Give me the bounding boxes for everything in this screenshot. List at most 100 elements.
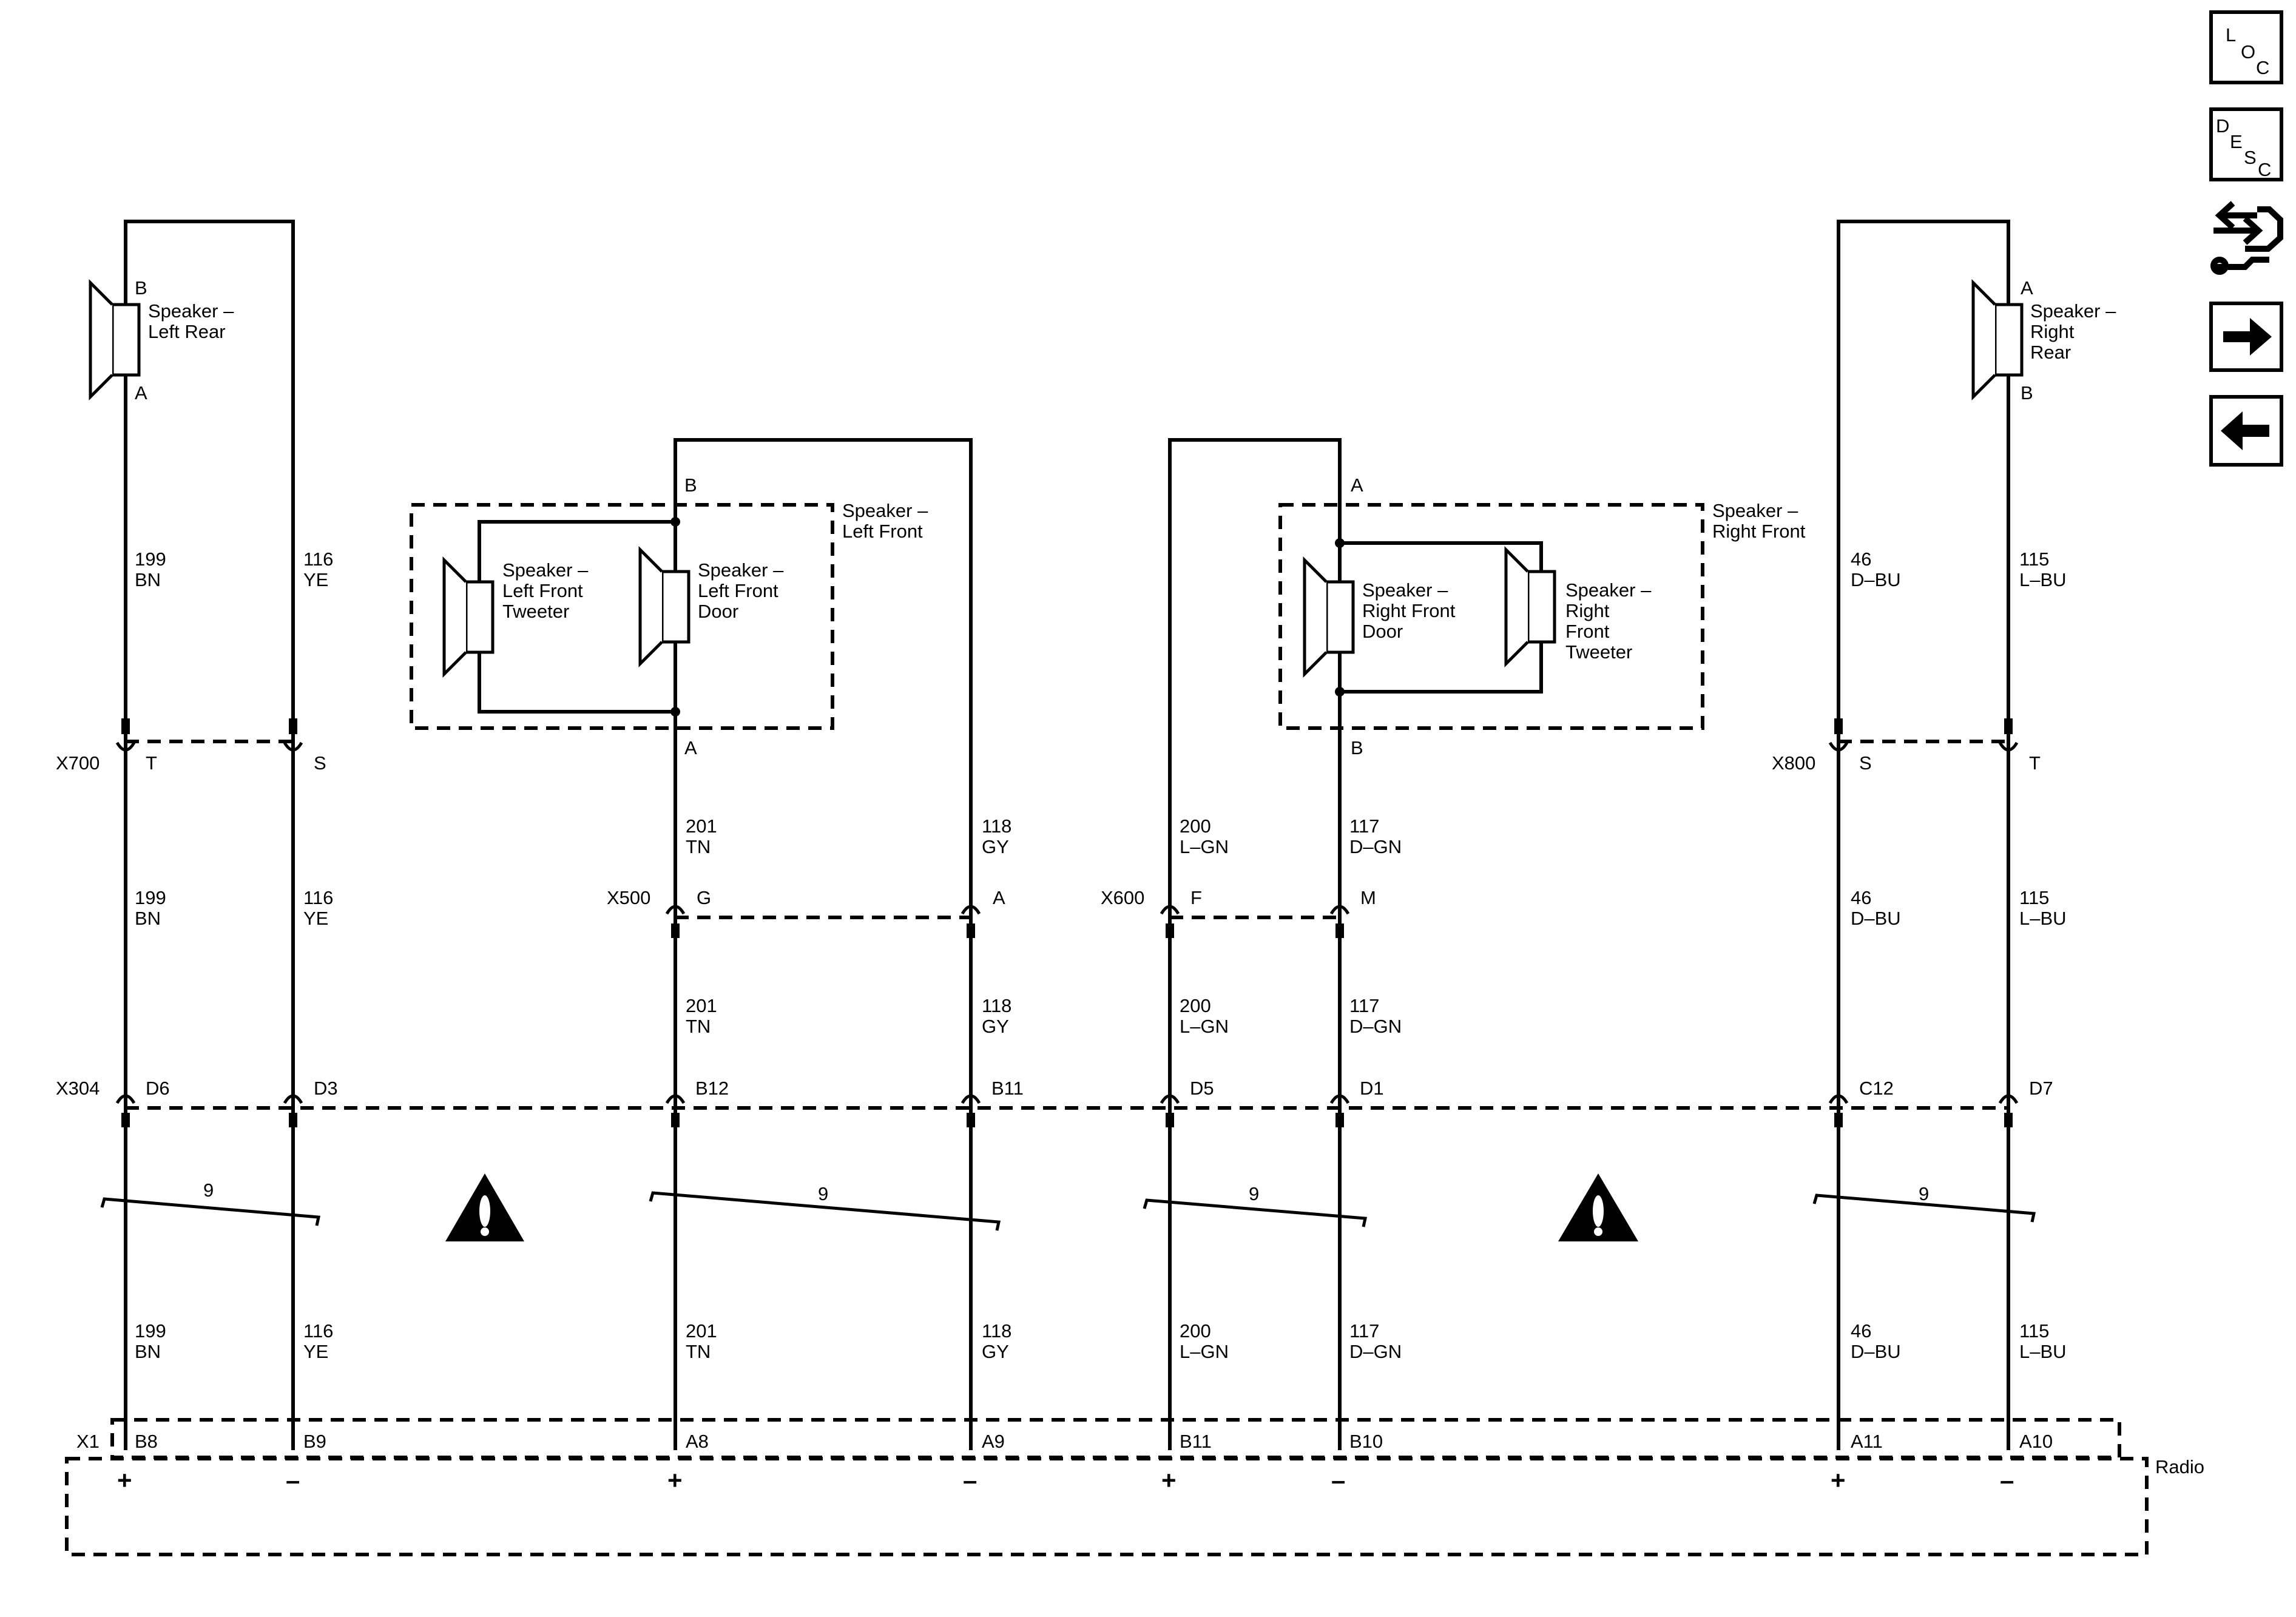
svg-text:118: 118 (982, 815, 1011, 837)
svg-text:B12: B12 (695, 1078, 729, 1099)
svg-text:9: 9 (1919, 1183, 1929, 1204)
svg-text:Door: Door (698, 601, 738, 622)
svg-text:A9: A9 (982, 1431, 1005, 1452)
svg-text:F: F (1190, 887, 1202, 908)
loc-button[interactable]: L O C (2209, 10, 2283, 84)
svg-text:Speaker –: Speaker – (842, 500, 928, 521)
svg-text:D5: D5 (1190, 1078, 1214, 1099)
arrow-right-icon (2223, 318, 2272, 356)
svg-text:TN: TN (686, 1341, 711, 1362)
speaker-icon (1506, 550, 1555, 664)
svg-text:Door: Door (1362, 621, 1403, 642)
svg-text:A: A (2021, 277, 2033, 299)
svg-text:B10: B10 (1349, 1431, 1383, 1452)
svg-text:A: A (993, 887, 1005, 908)
svg-text:200: 200 (1180, 995, 1211, 1016)
twisted-pair-markers: 9 9 9 9 (100, 1180, 2036, 1231)
svg-text:L–GN: L–GN (1180, 836, 1229, 857)
svg-text:9: 9 (1249, 1183, 1259, 1204)
svg-text:B: B (1351, 737, 1363, 758)
svg-text:+: + (1161, 1466, 1177, 1494)
speaker-left-front: B A Speaker – Left Front Speaker – Left … (410, 474, 928, 758)
previous-page-button[interactable] (2209, 395, 2283, 467)
speaker-icon (90, 283, 139, 397)
svg-text:Right: Right (2030, 321, 2075, 342)
svg-text:Speaker –: Speaker – (1565, 579, 1652, 601)
arrow-left-icon (2221, 411, 2269, 450)
desc-button[interactable]: D E S C (2209, 107, 2283, 181)
svg-text:–: – (2000, 1466, 2014, 1494)
svg-text:A10: A10 (2019, 1431, 2053, 1452)
svg-text:117: 117 (1349, 1320, 1379, 1342)
svg-text:Speaker –: Speaker – (698, 559, 784, 581)
svg-text:115: 115 (2019, 1320, 2049, 1342)
svg-text:X500: X500 (607, 887, 650, 908)
svg-text:200: 200 (1180, 815, 1211, 837)
svg-text:X800: X800 (1772, 752, 1815, 774)
svg-text:A: A (684, 737, 697, 758)
svg-text:L–GN: L–GN (1180, 1341, 1229, 1362)
connector-tool-icon (2210, 201, 2283, 275)
svg-text:D–BU: D–BU (1851, 908, 1901, 929)
speaker-icon (1305, 560, 1353, 674)
svg-text:S: S (1859, 752, 1872, 774)
connector-x500: X500 G A (607, 887, 1005, 938)
svg-text:117: 117 (1349, 995, 1379, 1016)
svg-text:+: + (117, 1466, 132, 1494)
svg-text:L–GN: L–GN (1180, 1016, 1229, 1037)
svg-text:YE: YE (303, 1341, 328, 1362)
splice-dots (670, 517, 1345, 717)
svg-text:G: G (697, 887, 711, 908)
svg-text:T: T (146, 752, 157, 774)
connector-x1: X1 B8 B9 A8 A9 B11 B10 A11 A10 (76, 1418, 2121, 1459)
svg-text:L–BU: L–BU (2019, 1341, 2067, 1362)
svg-text:A11: A11 (1851, 1431, 1883, 1452)
svg-text:Left Front: Left Front (842, 521, 923, 542)
svg-text:–: – (1331, 1466, 1345, 1494)
svg-text:+: + (667, 1466, 683, 1494)
svg-text:S: S (314, 752, 326, 774)
svg-text:B: B (135, 277, 147, 299)
svg-text:Tweeter: Tweeter (502, 601, 569, 622)
svg-text:TN: TN (686, 1016, 711, 1037)
svg-text:B8: B8 (135, 1431, 158, 1452)
svg-text:GY: GY (982, 1341, 1009, 1362)
svg-text:B9: B9 (303, 1431, 326, 1452)
svg-text:YE: YE (303, 569, 328, 590)
svg-text:X304: X304 (56, 1078, 100, 1099)
svg-text:A: A (1351, 474, 1363, 496)
svg-text:9: 9 (818, 1183, 828, 1204)
svg-text:201: 201 (686, 995, 717, 1016)
connector-x800: X800 S T (1772, 718, 2041, 774)
warning-icon[interactable] (1558, 1173, 1638, 1241)
svg-text:B11: B11 (991, 1078, 1024, 1099)
svg-text:Speaker –: Speaker – (502, 559, 589, 581)
svg-text:Left Rear: Left Rear (148, 321, 226, 342)
speaker-left-rear: B A Speaker – Left Rear (90, 277, 234, 403)
svg-text:+: + (1831, 1466, 1846, 1494)
svg-text:D6: D6 (146, 1078, 170, 1099)
svg-text:Tweeter: Tweeter (1565, 641, 1632, 663)
connector-x700: X700 T S (56, 718, 326, 774)
svg-text:199: 199 (135, 549, 166, 570)
svg-text:Left Front: Left Front (698, 580, 778, 601)
svg-text:D: D (2216, 115, 2229, 137)
next-page-button[interactable] (2209, 302, 2283, 372)
svg-text:46: 46 (1851, 887, 1871, 908)
svg-text:Right Front: Right Front (1712, 521, 1806, 542)
svg-text:Front: Front (1565, 621, 1610, 642)
svg-text:C: C (2256, 57, 2269, 78)
warning-icon[interactable] (445, 1173, 524, 1241)
speaker-icon (1973, 283, 2022, 397)
connector-tools-button[interactable] (2210, 201, 2283, 275)
svg-text:201: 201 (686, 815, 717, 837)
speaker-right-front: A B Speaker – Right Front Speaker – Righ… (1278, 474, 1806, 758)
svg-text:–: – (963, 1466, 977, 1494)
svg-text:Speaker –: Speaker – (2030, 300, 2116, 322)
speaker-icon (640, 550, 689, 664)
svg-text:M: M (1360, 887, 1376, 908)
svg-text:200: 200 (1180, 1320, 1211, 1342)
svg-text:115: 115 (2019, 549, 2049, 570)
svg-text:199: 199 (135, 1320, 166, 1342)
